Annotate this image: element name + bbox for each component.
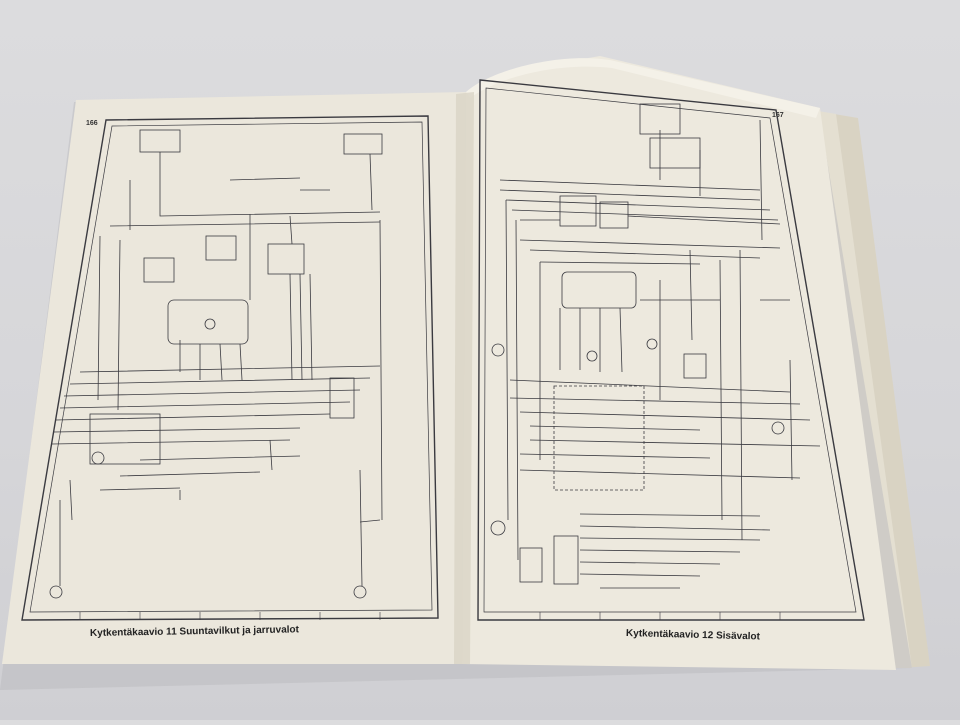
lamp [204,318,216,330]
lamp [771,421,785,435]
component [329,377,355,419]
connector-block [553,385,645,491]
component [143,257,175,283]
control-unit [167,299,249,345]
component [267,243,305,275]
frame-ticks [79,612,781,620]
left-page [2,92,466,664]
right-page [462,56,896,670]
left-wiring [49,129,383,599]
lamp [646,338,658,350]
left-diagram-inner-border [29,121,433,613]
control-unit [561,271,637,309]
component [599,201,629,229]
component [683,353,707,379]
lamp [49,585,63,599]
component [519,547,543,583]
component [553,535,579,585]
component [205,235,237,261]
right-diagram-inner-border [483,87,857,613]
left-page-number: 166 [86,120,98,127]
lamp [91,451,105,465]
component [89,413,161,465]
lamp [490,520,506,536]
lamp [491,343,505,357]
page-curl [466,58,820,118]
right-diagram-border [477,79,865,621]
component [343,133,383,155]
lamp [353,585,367,599]
lamp [586,350,598,362]
right-page-number: 167 [772,112,784,119]
right-wiring [490,103,821,589]
component [559,195,597,227]
gutter [454,92,474,664]
left-diagram-border [21,115,439,621]
